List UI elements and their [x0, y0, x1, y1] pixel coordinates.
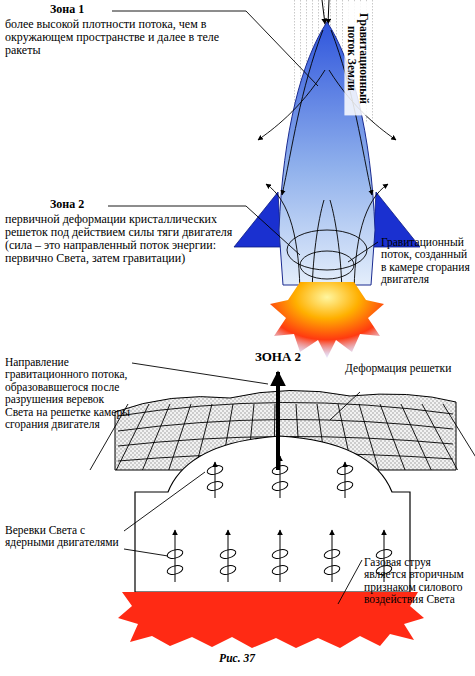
flow-label: Гравитационный поток Земли	[345, 1, 372, 115]
zone-note: первичной деформации кристаллических реш…	[5, 213, 243, 265]
gas-note: Газовая струя является вторичным признак…	[364, 556, 470, 606]
exhaust-flame	[270, 282, 384, 358]
zone-note: более высокой плотности потока, чем в ок…	[5, 18, 237, 57]
zone-heading: Зона 2	[50, 198, 110, 211]
fin	[234, 192, 281, 247]
ropes-label: Веревки Света с ядерными двигателями	[5, 524, 121, 549]
zone-heading: Зона 1	[50, 3, 110, 16]
flow-arrow	[276, 372, 280, 470]
lattice-label: Деформация решетки	[345, 362, 455, 374]
section-title: ЗОНА 2	[228, 350, 328, 364]
direction-note: Направление гравитационного потока, обра…	[5, 356, 131, 430]
caption: Рис. 37	[187, 652, 287, 664]
flow-note: Гравитационный поток, созданный в камере…	[381, 236, 472, 286]
